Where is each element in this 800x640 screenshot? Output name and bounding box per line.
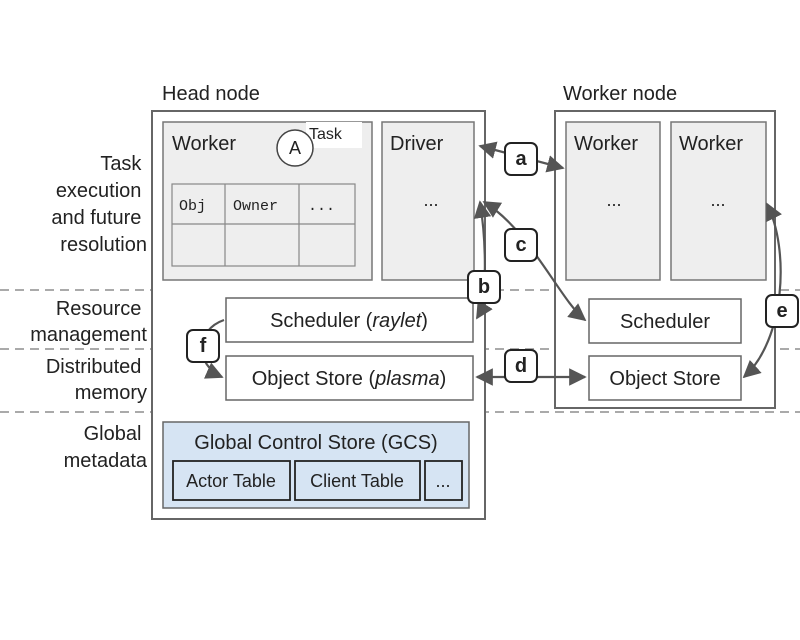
task-label-bg bbox=[306, 122, 362, 148]
svg-text:a: a bbox=[515, 148, 527, 170]
badge-e: e bbox=[765, 294, 799, 328]
head-object-store-label: Object Store (plasma) bbox=[252, 368, 447, 390]
svg-text:c: c bbox=[515, 234, 526, 256]
actor-table-label: Actor Table bbox=[186, 471, 276, 491]
badge-d: d bbox=[504, 349, 538, 383]
actor-glyph: A bbox=[289, 138, 301, 158]
layer-label-resource-management: Resource management bbox=[30, 298, 147, 346]
actor-circle-icon bbox=[276, 129, 314, 167]
badge-a: a bbox=[504, 142, 538, 176]
client-table-label: Client Table bbox=[310, 471, 404, 491]
worker-object-store-box bbox=[588, 355, 742, 401]
table-header-obj: Obj bbox=[179, 198, 206, 215]
worker-node-worker-1-label: Worker bbox=[574, 133, 638, 155]
svg-text:d: d bbox=[515, 355, 527, 377]
head-worker-label: Worker bbox=[172, 133, 236, 155]
svg-text:b: b bbox=[478, 276, 490, 298]
more-tables-label: ... bbox=[435, 471, 450, 491]
driver: Driver ... bbox=[381, 121, 475, 281]
layer-label-task-execution: Task execution and future resolution bbox=[51, 153, 147, 256]
global-control-store: Global Control Store (GCS) Actor Table C… bbox=[162, 421, 470, 509]
worker-scheduler-box bbox=[588, 298, 742, 344]
client-table-box bbox=[294, 460, 421, 501]
svg-text:e: e bbox=[776, 300, 787, 322]
table-header-owner: Owner bbox=[233, 198, 278, 215]
table-header-more: ... bbox=[308, 198, 335, 215]
head-node-title: Head node bbox=[162, 83, 260, 105]
worker-scheduler-label: Scheduler bbox=[620, 311, 710, 333]
task-label: Task bbox=[309, 126, 343, 143]
head-object-store-box bbox=[225, 355, 474, 401]
head-scheduler-box bbox=[225, 297, 474, 343]
worker-object-store-label: Object Store bbox=[609, 368, 720, 390]
ownership-table bbox=[171, 183, 356, 267]
badge-c: c bbox=[504, 228, 538, 262]
layer-label-global-metadata: Global metadata bbox=[64, 423, 148, 472]
worker-node-worker-2-label: Worker bbox=[679, 133, 743, 155]
layer-label-distributed-memory: Distributed memory bbox=[46, 356, 147, 404]
gcs-title: Global Control Store (GCS) bbox=[194, 432, 437, 454]
driver-label: Driver bbox=[390, 133, 444, 155]
arrow-e bbox=[742, 202, 782, 379]
arrow-c bbox=[482, 201, 587, 322]
head-scheduler-label: Scheduler (raylet) bbox=[270, 310, 428, 332]
worker-node-title: Worker node bbox=[563, 83, 677, 105]
worker-node-worker-2-ellipsis: ... bbox=[710, 190, 725, 210]
head-worker-box bbox=[162, 121, 373, 281]
badge-f: f bbox=[186, 329, 220, 363]
driver-box bbox=[381, 121, 475, 281]
driver-ellipsis: ... bbox=[423, 190, 438, 210]
badge-b: b bbox=[467, 270, 501, 304]
svg-text:f: f bbox=[200, 335, 207, 357]
worker-node-worker-1-ellipsis: ... bbox=[606, 190, 621, 210]
head-worker: Worker A Task Obj Owner ... bbox=[162, 121, 373, 281]
more-tables-box bbox=[424, 460, 463, 501]
actor-table-box bbox=[172, 460, 291, 501]
